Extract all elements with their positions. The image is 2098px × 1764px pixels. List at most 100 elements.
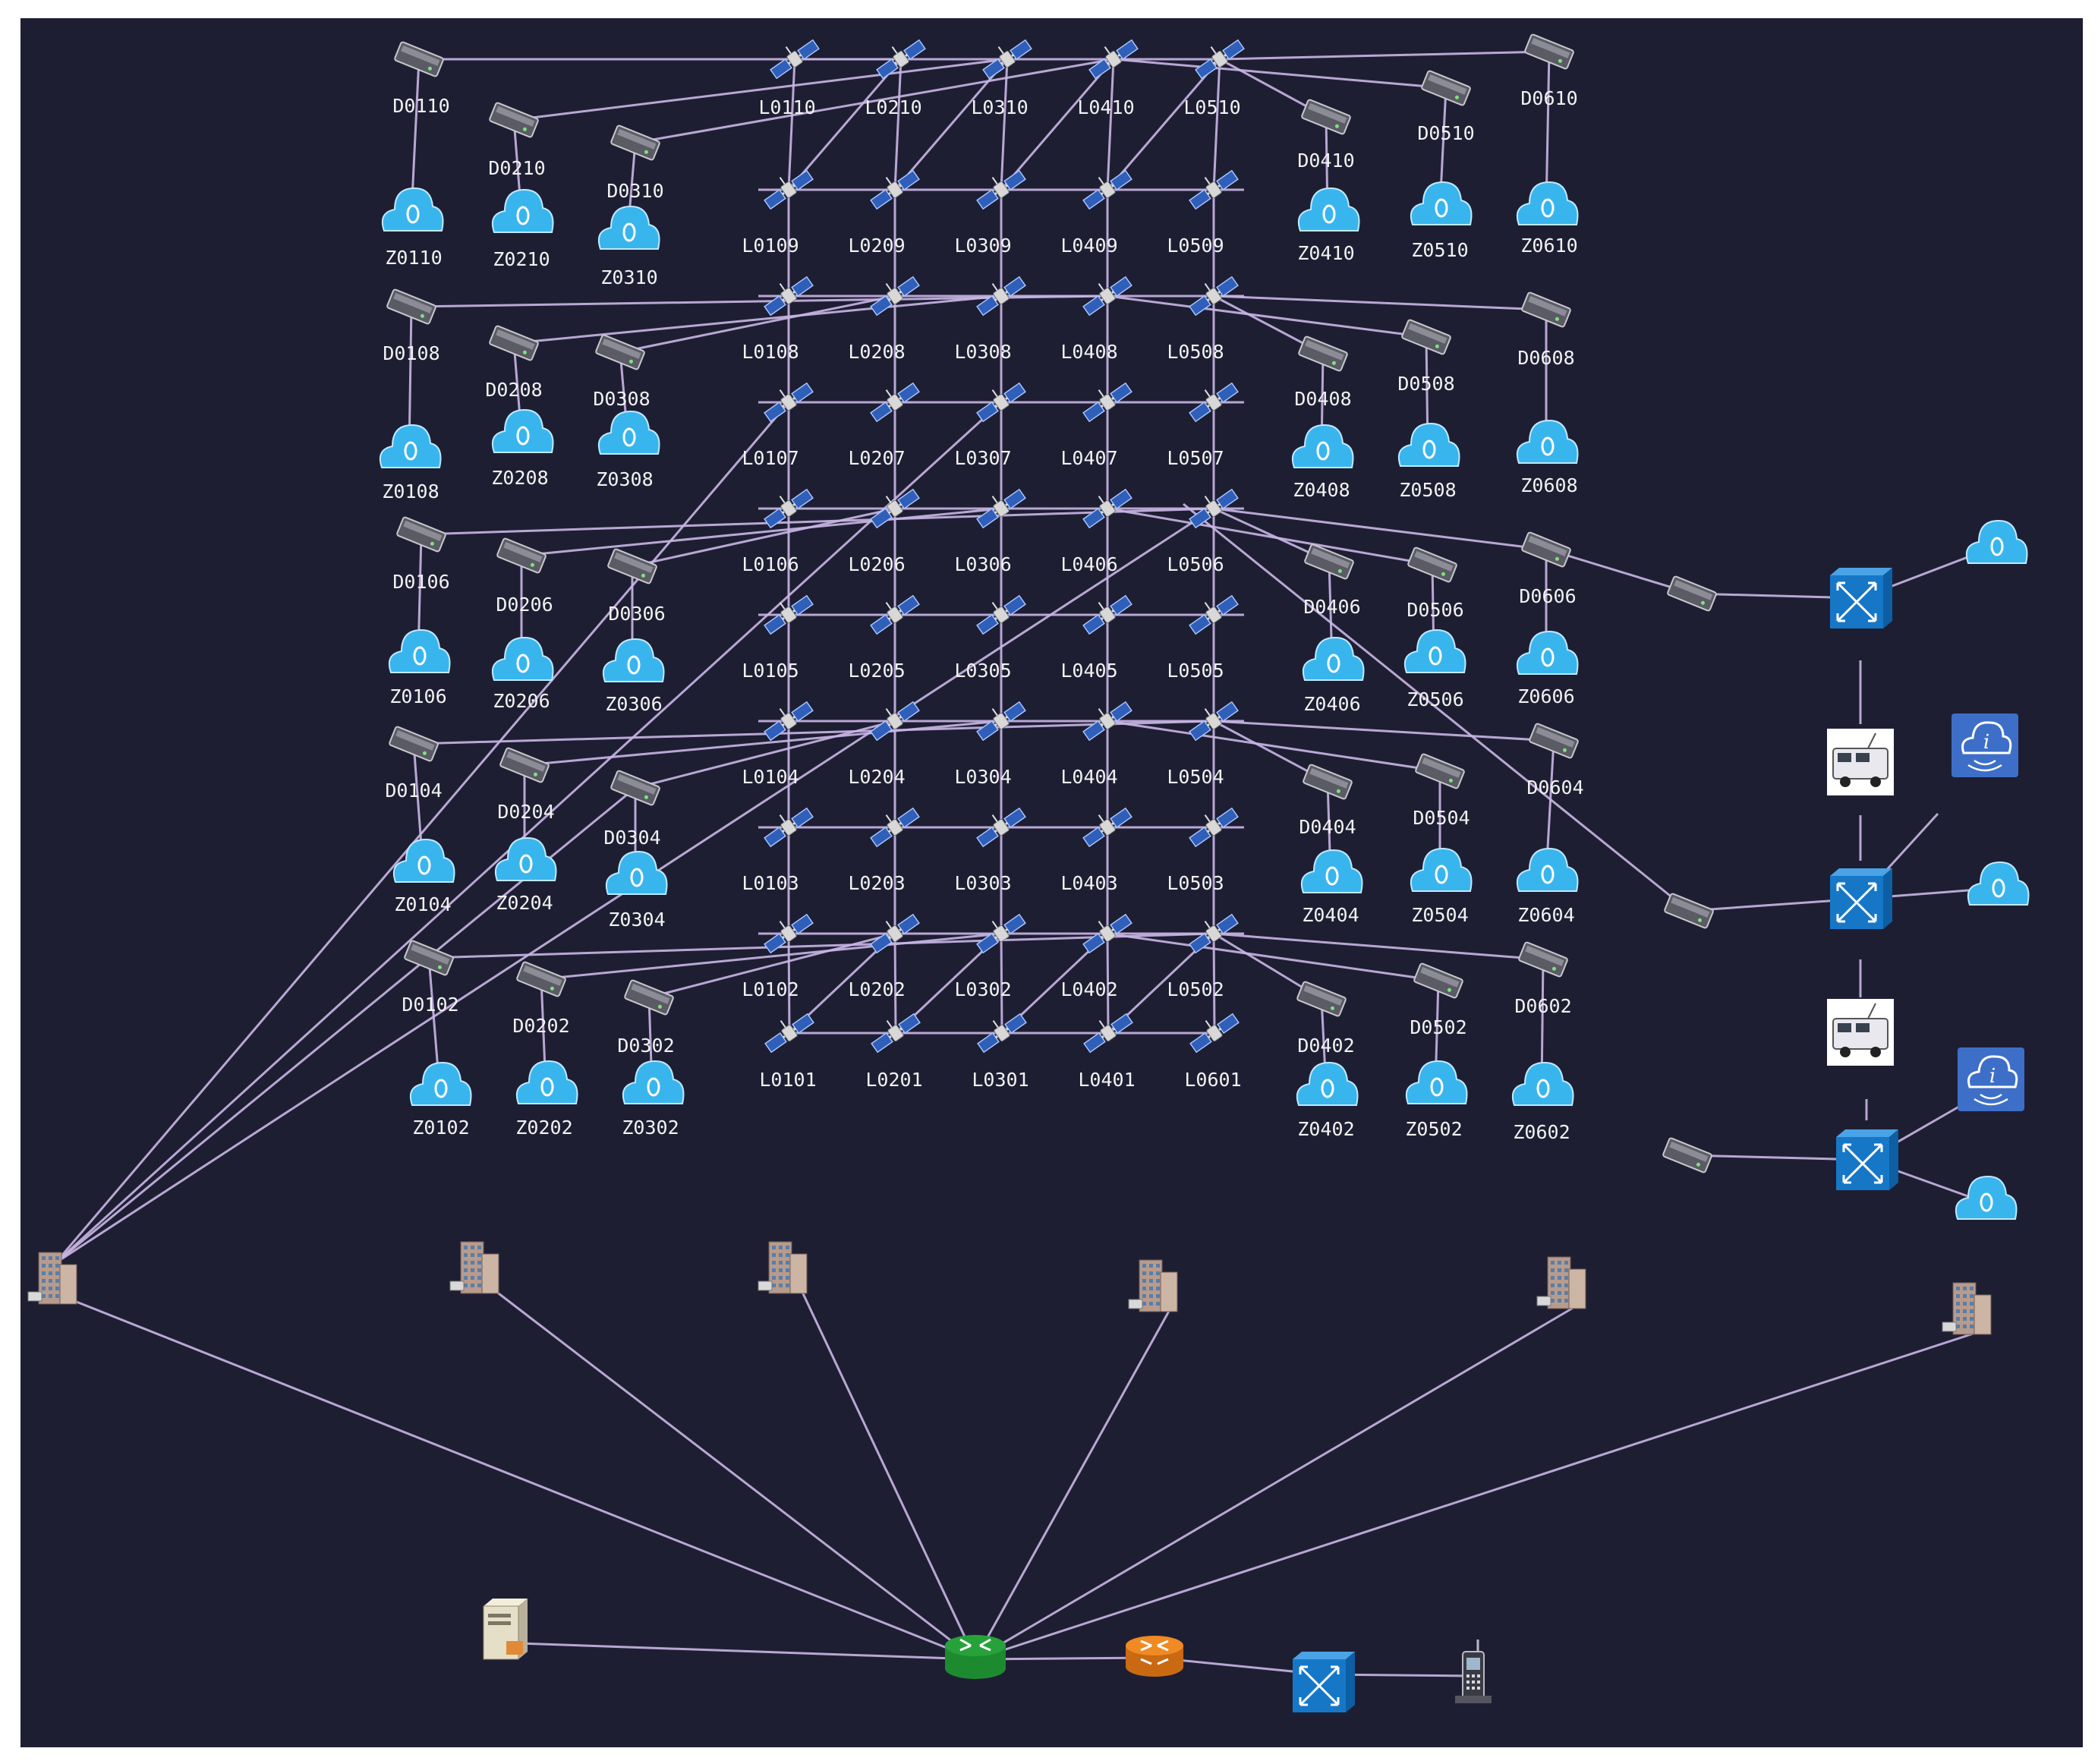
- satellite-node[interactable]: [865, 694, 920, 742]
- satellite-node[interactable]: [865, 906, 920, 954]
- satellite-node[interactable]: [1184, 906, 1239, 954]
- ground-terminal-node[interactable]: [1303, 764, 1353, 800]
- network-switch-node[interactable]: [1830, 868, 1892, 929]
- ground-terminal-node[interactable]: [1296, 981, 1347, 1017]
- cloud-service-node[interactable]: [1516, 419, 1579, 464]
- satellite-node[interactable]: [759, 481, 814, 529]
- cloud-service-node[interactable]: [602, 638, 665, 682]
- satellite-node[interactable]: [866, 1006, 921, 1054]
- satellite-node[interactable]: [865, 587, 920, 635]
- satellite-node[interactable]: [1078, 587, 1132, 635]
- cloud-service-node[interactable]: [1397, 422, 1460, 467]
- satellite-node[interactable]: [1078, 481, 1132, 529]
- ground-terminal-node[interactable]: [499, 747, 550, 783]
- cloud-service-node[interactable]: [379, 424, 442, 468]
- cloud-service-node[interactable]: [1297, 187, 1360, 232]
- ground-terminal-node[interactable]: [1524, 33, 1574, 70]
- cloud-service-node[interactable]: [381, 187, 444, 232]
- cloud-service-node[interactable]: [1302, 636, 1365, 681]
- satellite-node[interactable]: [1185, 1006, 1240, 1054]
- satellite-node[interactable]: [760, 1006, 814, 1054]
- ground-terminal-node[interactable]: [404, 940, 454, 976]
- cloud-service-node[interactable]: [1410, 181, 1473, 225]
- ground-terminal-node[interactable]: [1662, 1137, 1712, 1173]
- cloud-service-node[interactable]: [1405, 1060, 1468, 1104]
- satellite-node[interactable]: [972, 694, 1026, 742]
- satellite-node[interactable]: [972, 587, 1026, 635]
- cloud-service-node[interactable]: [491, 408, 554, 453]
- cloud-service-node[interactable]: [1296, 1061, 1359, 1106]
- satellite-node[interactable]: [1190, 32, 1245, 80]
- ground-terminal-node[interactable]: [1518, 941, 1568, 978]
- ground-terminal-node[interactable]: [610, 770, 660, 806]
- ground-terminal-node[interactable]: [496, 537, 547, 574]
- ground-terminal-node[interactable]: [1304, 543, 1354, 580]
- network-switch-node[interactable]: [1836, 1129, 1898, 1190]
- ground-terminal-node[interactable]: [1413, 962, 1463, 999]
- network-switch-node[interactable]: [1293, 1652, 1355, 1712]
- ground-terminal-node[interactable]: [607, 548, 657, 584]
- ground-terminal-node[interactable]: [1529, 723, 1579, 759]
- ground-terminal-node[interactable]: [1521, 531, 1571, 568]
- satellite-node[interactable]: [1184, 375, 1239, 423]
- satellite-node[interactable]: [759, 800, 814, 848]
- ground-terminal-node[interactable]: [1401, 319, 1451, 355]
- cloud-service-node[interactable]: [1511, 1061, 1574, 1106]
- ground-terminal-node[interactable]: [516, 961, 566, 997]
- cloud-service-node[interactable]: [494, 836, 557, 881]
- satellite-node[interactable]: [1184, 587, 1239, 635]
- satellite-node[interactable]: [759, 906, 814, 954]
- ground-terminal-node[interactable]: [1407, 547, 1457, 583]
- satellite-node[interactable]: [1184, 162, 1239, 210]
- satellite-node[interactable]: [972, 1006, 1027, 1054]
- cloud-service-node[interactable]: [1516, 630, 1579, 675]
- satellite-node[interactable]: [759, 162, 814, 210]
- satellite-node[interactable]: [865, 162, 920, 210]
- ground-terminal-node[interactable]: [610, 124, 660, 161]
- satellite-node[interactable]: [972, 906, 1026, 954]
- satellite-node[interactable]: [1078, 906, 1132, 954]
- satellite-node[interactable]: [765, 32, 820, 80]
- satellite-node[interactable]: [1079, 1006, 1133, 1054]
- satellite-node[interactable]: [1078, 269, 1132, 317]
- satellite-node[interactable]: [1078, 375, 1132, 423]
- ground-terminal-node[interactable]: [394, 41, 444, 77]
- satellite-node[interactable]: [1084, 32, 1139, 80]
- cloud-service-node[interactable]: [605, 850, 668, 895]
- satellite-node[interactable]: [1184, 269, 1239, 317]
- ground-terminal-node[interactable]: [1301, 99, 1351, 135]
- cloud-service-node[interactable]: [597, 410, 660, 455]
- ground-terminal-node[interactable]: [1521, 291, 1571, 328]
- cloud-service-node[interactable]: [1516, 181, 1579, 225]
- satellite-node[interactable]: [972, 269, 1026, 317]
- cloud-service-node[interactable]: [597, 205, 660, 250]
- cloud-service-node[interactable]: [1955, 1175, 2018, 1220]
- satellite-node[interactable]: [972, 800, 1026, 848]
- cloud-service-node[interactable]: [1291, 424, 1354, 468]
- ground-terminal-node[interactable]: [1664, 893, 1714, 929]
- ground-terminal-node[interactable]: [489, 325, 539, 361]
- cloud-service-node[interactable]: [1516, 847, 1579, 892]
- ground-terminal-node[interactable]: [624, 979, 674, 1016]
- satellite-node[interactable]: [865, 481, 920, 529]
- satellite-node[interactable]: [1078, 694, 1132, 742]
- cloud-service-node[interactable]: [622, 1060, 685, 1104]
- satellite-node[interactable]: [1078, 800, 1132, 848]
- satellite-node[interactable]: [865, 800, 920, 848]
- ground-terminal-node[interactable]: [1421, 70, 1471, 106]
- network-switch-node[interactable]: [1830, 568, 1892, 628]
- cloud-service-node[interactable]: [491, 636, 554, 681]
- cloud-service-node[interactable]: [491, 188, 554, 233]
- satellite-node[interactable]: [759, 269, 814, 317]
- cloud-service-node[interactable]: [515, 1060, 578, 1104]
- cloud-service-node[interactable]: [1403, 628, 1466, 673]
- satellite-node[interactable]: [1078, 162, 1132, 210]
- satellite-node[interactable]: [1184, 800, 1239, 848]
- ground-terminal-node[interactable]: [389, 726, 439, 762]
- ground-terminal-node[interactable]: [1298, 335, 1348, 372]
- ground-terminal-node[interactable]: [396, 516, 446, 553]
- cloud-service-node[interactable]: [392, 838, 455, 883]
- satellite-node[interactable]: [759, 694, 814, 742]
- satellite-node[interactable]: [871, 32, 926, 80]
- satellite-node[interactable]: [978, 32, 1032, 80]
